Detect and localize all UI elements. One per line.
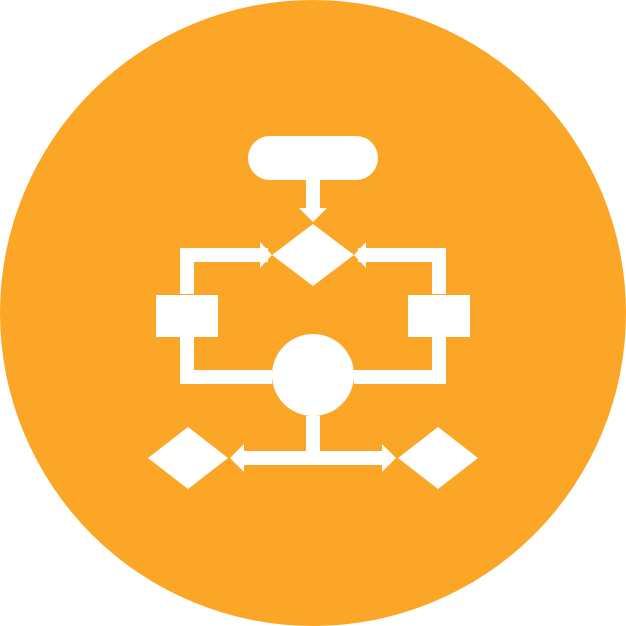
arrow-right-into-diamond (354, 242, 366, 268)
arrow-top (299, 208, 327, 222)
connector-left-top (180, 248, 268, 262)
terminator-shape (248, 136, 378, 180)
connector-circle-down (306, 416, 320, 452)
process-box-right (408, 295, 470, 337)
process-box-left (156, 295, 218, 337)
arrow-left-into-diamond (260, 242, 272, 268)
decision-diamond-bottom-left (148, 427, 228, 489)
connector-bottom-horizontal (238, 451, 388, 465)
arrow-bottom-left (230, 444, 244, 472)
connector-right-vertical-top (432, 248, 446, 294)
connector-top (306, 180, 320, 212)
arrow-bottom-right (382, 444, 396, 472)
connector-right-top (358, 248, 446, 262)
connector-left-bottom (180, 370, 272, 384)
flowchart-shapes (148, 136, 478, 489)
decision-diamond-top (272, 224, 354, 286)
connector-left-vertical-top (180, 248, 194, 294)
decision-diamond-bottom-right (398, 427, 478, 489)
connector-circle (272, 334, 354, 416)
connector-right-bottom (354, 370, 446, 384)
